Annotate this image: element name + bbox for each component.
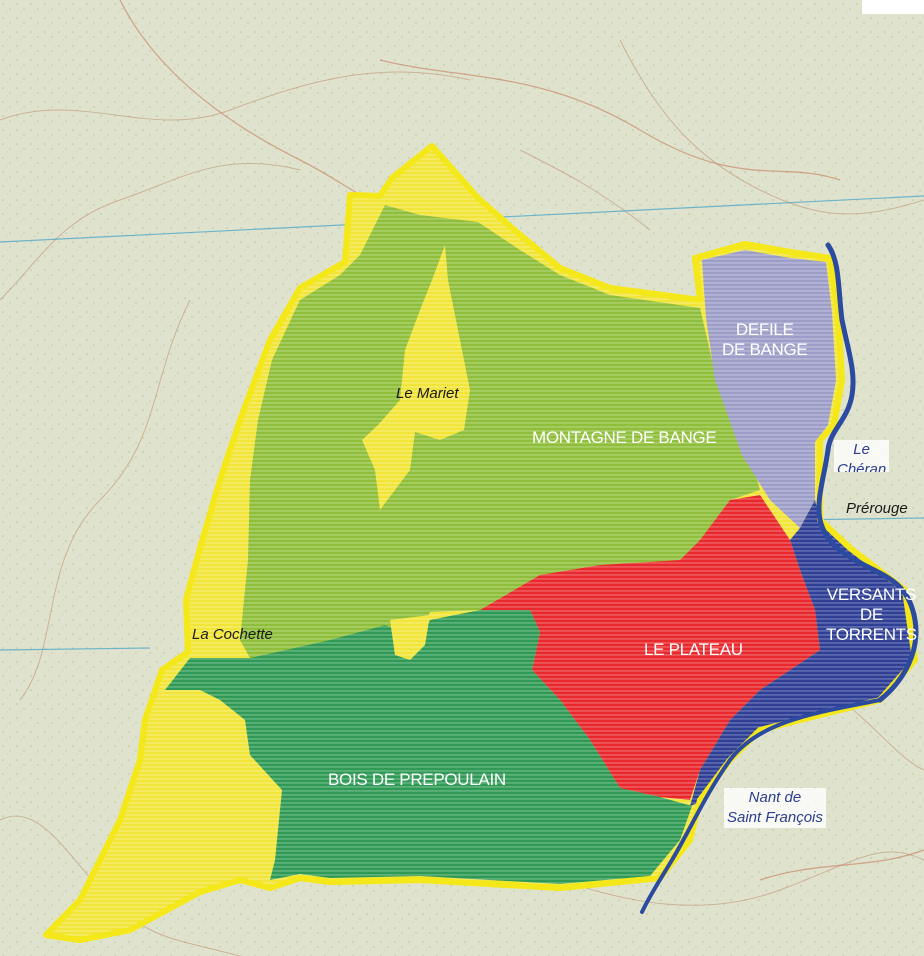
label-versants-line3: TORRENTS xyxy=(826,625,917,644)
label-montagne-de-bange: MONTAGNE DE BANGE xyxy=(532,428,717,447)
label-versants-de-torrents: VERSANTS DE TORRENTS xyxy=(826,585,917,645)
label-defile-de-bange: DEFILE DE BANGE xyxy=(722,320,808,360)
label-le-cheran-line2: Chéran xyxy=(834,460,890,472)
label-versants-line2: DE xyxy=(859,605,883,624)
label-defile-line1: DEFILE xyxy=(735,320,794,339)
label-la-cochette: La Cochette xyxy=(192,626,273,643)
map-corner-white xyxy=(862,0,924,14)
label-le-mariet: Le Mariet xyxy=(396,385,459,402)
river-cheran xyxy=(816,242,919,703)
label-nant-de-saint-francois: Nant de Saint François xyxy=(724,788,826,828)
zone-outline xyxy=(43,143,918,943)
label-nant-line1: Nant de xyxy=(724,788,826,808)
label-prerouge: Prérouge xyxy=(846,500,908,517)
label-nant-line2: Saint François xyxy=(724,808,826,828)
label-defile-line2: DE BANGE xyxy=(722,340,808,359)
label-le-cheran-line1: Le xyxy=(834,440,890,460)
river-nant-de-saint-francois xyxy=(640,698,882,914)
hatch-overlay xyxy=(46,146,915,940)
label-le-plateau: LE PLATEAU xyxy=(644,640,743,659)
label-bois-de-prepoulain: BOIS DE PREPOULAIN xyxy=(328,770,506,789)
label-versants-line1: VERSANTS xyxy=(826,585,917,604)
label-le-cheran: Le Chéran xyxy=(834,440,890,472)
